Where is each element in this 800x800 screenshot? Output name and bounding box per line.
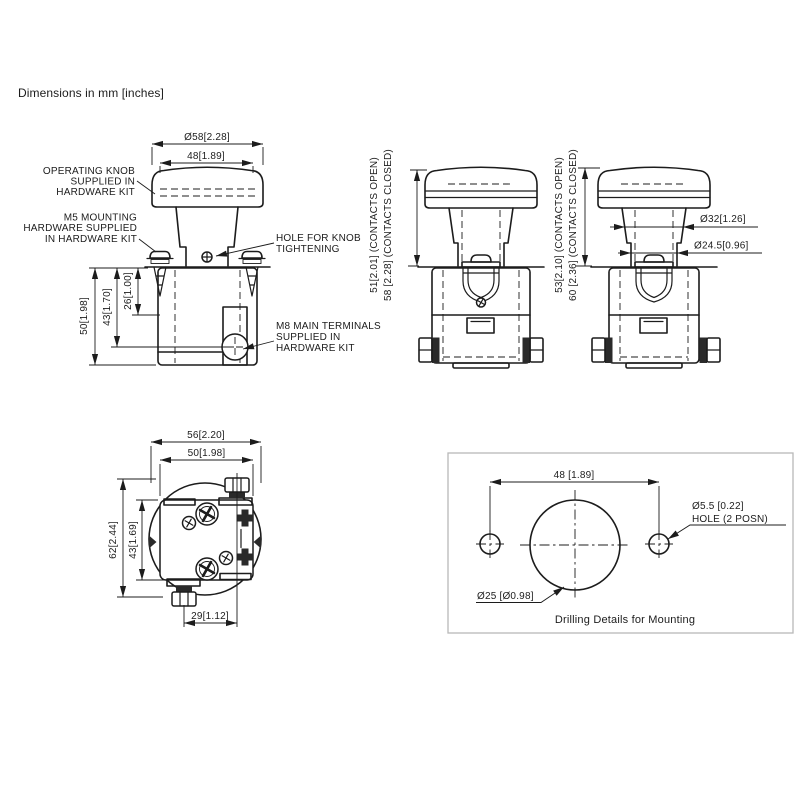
label-m5-mounting: M5 MOUNTING HARDWARE SUPPLIED IN HARDWAR… bbox=[23, 213, 157, 253]
leader-small-hole bbox=[667, 524, 786, 540]
drill-dim-hole-spacing: 48 [1.89] bbox=[489, 470, 660, 532]
side-b-dim-height: 53[2.10] (CONTACTS OPEN) 60 [2.36] (CONT… bbox=[554, 149, 600, 301]
dim-text-width-overall: 56[2.20] bbox=[187, 430, 225, 441]
drill-hole-left bbox=[476, 530, 504, 558]
dim-text-height-total: 50[1.98] bbox=[79, 297, 90, 335]
label-main-hole: Ø25 [Ø0.98] bbox=[476, 586, 565, 603]
side-view-a: 51[2.01] (CONTACTS OPEN) 58 [2.28] (CONT… bbox=[369, 149, 545, 369]
rear-dim-width-overall: 56[2.20] bbox=[150, 430, 262, 483]
label-m5-line2: HARDWARE SUPPLIED bbox=[23, 223, 137, 234]
front-stem bbox=[175, 206, 239, 267]
dim-text-contacts-closed-a: 58 [2.28] (CONTACTS CLOSED) bbox=[383, 149, 394, 301]
label-m8-line3: HARDWARE KIT bbox=[276, 343, 355, 354]
dim-text-height-body: 43[1.69] bbox=[128, 521, 139, 559]
dim-text-height-terminal: 43[1.70] bbox=[102, 288, 113, 326]
m5-screw-left bbox=[146, 250, 174, 297]
side-a-terminal-stud-right bbox=[522, 337, 544, 363]
drill-hole-right bbox=[645, 530, 673, 558]
side-b-stem bbox=[621, 207, 687, 268]
side-a-stem bbox=[448, 207, 514, 268]
rear-dim-width-body: 50[1.98] bbox=[159, 448, 254, 496]
side-a-knob bbox=[424, 166, 538, 209]
dim-text-height-overall: 62[2.44] bbox=[108, 521, 119, 559]
label-small-hole: Ø5.5 [0.22] HOLE (2 POSN) bbox=[667, 501, 786, 540]
side-a-dim-height: 51[2.01] (CONTACTS OPEN) 58 [2.28] (CONT… bbox=[369, 149, 427, 301]
front-dim-knob-face: 48[1.89] bbox=[159, 151, 254, 173]
dim-text-width-body: 50[1.98] bbox=[188, 448, 226, 459]
dim-text-height-contact: 26[1.00] bbox=[123, 272, 134, 310]
drill-hole-main bbox=[520, 490, 630, 600]
drilling-caption: Drilling Details for Mounting bbox=[555, 614, 695, 626]
label-operating-knob-line2: SUPPLIED IN bbox=[71, 177, 135, 188]
front-body bbox=[157, 267, 258, 366]
side-b-dim-neck-dia: Ø24.5[0.96] bbox=[618, 241, 762, 257]
label-knob-hole: HOLE FOR KNOB TIGHTENING bbox=[215, 233, 361, 257]
label-m5-line3: IN HARDWARE KIT bbox=[45, 234, 137, 245]
rear-stud-bottom bbox=[166, 578, 201, 607]
label-operating-knob-line3: HARDWARE KIT bbox=[56, 187, 135, 198]
rear-dim-stud-offset: 29[1.12] bbox=[183, 473, 238, 627]
phillips-screw-bottom bbox=[195, 557, 219, 581]
leader-main-hole bbox=[476, 586, 565, 603]
label-operating-knob: OPERATING KNOB SUPPLIED IN HARDWARE KIT bbox=[43, 166, 156, 198]
side-view-b: 53[2.10] (CONTACTS OPEN) 60 [2.36] (CONT… bbox=[554, 149, 762, 369]
label-knob-hole-line2: TIGHTENING bbox=[276, 244, 340, 255]
dim-text-knob-face: 48[1.89] bbox=[187, 151, 225, 162]
label-m8-line1: M8 MAIN TERMINALS bbox=[276, 321, 381, 332]
label-small-hole-line1: Ø5.5 [0.22] bbox=[692, 501, 744, 512]
rear-terminal-cross-bottom bbox=[236, 548, 254, 566]
dim-text-stem-dia: Ø32[1.26] bbox=[700, 214, 746, 225]
front-dim-knob-outer: Ø58[2.28] bbox=[151, 132, 264, 165]
front-dim-height-terminal: 43[1.70] bbox=[102, 268, 234, 348]
drilling-panel-border bbox=[447, 452, 794, 634]
side-b-plunger bbox=[635, 267, 673, 303]
small-screw-left bbox=[181, 515, 197, 531]
label-m5-line1: M5 MOUNTING bbox=[64, 213, 137, 224]
rear-view: 56[2.20] 50[1.98] 62[2.44] 43[1.69] 29[1… bbox=[108, 430, 262, 627]
front-dim-height-total: 50[1.98] bbox=[79, 267, 156, 366]
label-m8-terminals: M8 MAIN TERMINALS SUPPLIED IN HARDWARE K… bbox=[242, 321, 381, 354]
phillips-screw-top bbox=[195, 502, 219, 526]
rear-dim-height-body: 43[1.69] bbox=[128, 499, 165, 581]
leader-m8 bbox=[242, 340, 275, 350]
dim-text-hole-spacing: 48 [1.89] bbox=[554, 470, 595, 481]
side-b-terminal-stud-left bbox=[591, 337, 613, 363]
dim-text-contacts-open-b: 53[2.10] (CONTACTS OPEN) bbox=[554, 157, 565, 293]
front-knob bbox=[151, 166, 264, 208]
label-small-hole-line2: HOLE (2 POSN) bbox=[692, 514, 768, 525]
side-a-body bbox=[431, 267, 531, 369]
leader-operating-knob bbox=[136, 180, 156, 195]
knob-tightening-screw bbox=[201, 251, 213, 263]
rear-terminal-cross-top bbox=[236, 509, 254, 527]
leader-m5 bbox=[138, 238, 157, 253]
rear-dim-height-overall: 62[2.44] bbox=[108, 478, 163, 598]
dim-text-stud-offset: 29[1.12] bbox=[191, 611, 229, 622]
label-m8-line2: SUPPLIED IN bbox=[276, 332, 340, 343]
leader-knob-hole bbox=[215, 242, 275, 257]
label-main-hole-text: Ø25 [Ø0.98] bbox=[477, 591, 534, 602]
dim-text-contacts-open-a: 51[2.01] (CONTACTS OPEN) bbox=[369, 157, 380, 293]
dim-text-contacts-closed-b: 60 [2.36] (CONTACTS CLOSED) bbox=[568, 149, 579, 301]
front-dim-height-contact: 26[1.00] bbox=[123, 268, 160, 316]
front-view: Ø58[2.28] 48[1.89] 50[1.98] 43[1.70] 26[… bbox=[23, 132, 381, 366]
small-screw-right bbox=[218, 550, 234, 566]
rear-mount-plate-bottom-right bbox=[219, 572, 252, 581]
dim-text-knob-outer: Ø58[2.28] bbox=[184, 132, 230, 143]
side-a-terminal-stud-left bbox=[418, 337, 440, 363]
rear-mount-plate-top-left bbox=[163, 498, 196, 506]
label-operating-knob-line1: OPERATING KNOB bbox=[43, 166, 135, 177]
drawing-units-note: Dimensions in mm [inches] bbox=[18, 86, 164, 100]
side-b-knob bbox=[597, 166, 711, 209]
side-a-plunger bbox=[462, 267, 500, 308]
label-knob-hole-line1: HOLE FOR KNOB bbox=[276, 233, 361, 244]
side-b-terminal-stud-right bbox=[699, 337, 721, 363]
side-b-dim-stem-dia: Ø32[1.26] bbox=[610, 214, 758, 231]
dim-text-neck-dia: Ø24.5[0.96] bbox=[694, 241, 748, 252]
m5-screw-right bbox=[238, 250, 266, 297]
drilling-panel: 48 [1.89] Ø5.5 [0.22] HOLE (2 POSN) Ø25 … bbox=[447, 452, 794, 634]
side-b-body bbox=[608, 267, 700, 369]
